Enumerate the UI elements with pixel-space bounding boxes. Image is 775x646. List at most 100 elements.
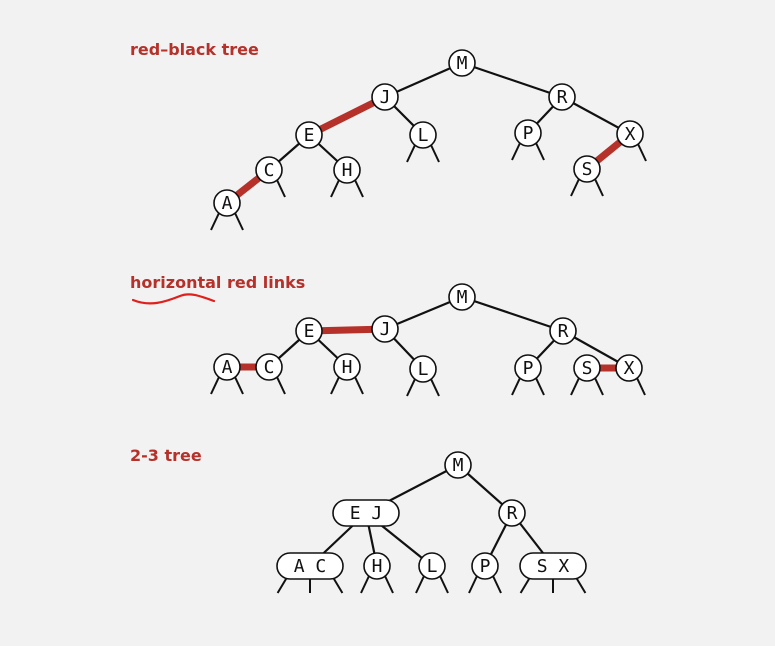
horizontal-red-links-node-x: X <box>615 354 643 382</box>
node-outline <box>444 451 472 479</box>
horizontal-red-links-black-link-m-r <box>461 295 564 333</box>
2-3-tree-null-link-p <box>492 575 502 594</box>
2-3-tree-null-link-s-x <box>575 577 587 594</box>
horizontal-red-links-node-c: C <box>255 353 283 381</box>
red-black-tree-node-r: R <box>548 83 576 111</box>
node-outline <box>519 552 587 580</box>
horizontal-red-links-node-h: H <box>333 353 361 381</box>
node-outline <box>409 355 437 383</box>
node-key: R <box>507 503 518 524</box>
red-black-tree-node-x: X <box>616 120 644 148</box>
node-key: L <box>427 556 438 577</box>
horizontal-red-links-black-link-m-j <box>384 295 463 331</box>
red-black-tree-title: red–black tree <box>130 40 259 59</box>
red-black-tree-null-link-s <box>594 178 604 197</box>
node-outline <box>548 83 576 111</box>
node-outline <box>371 83 399 111</box>
2-3-tree-null-link-l <box>439 575 449 594</box>
horizontal-red-links-node-r: R <box>549 317 577 345</box>
hand-drawn-underline <box>131 293 216 305</box>
node-key: S <box>582 159 593 180</box>
horizontal-red-links-null-link-a <box>234 376 244 395</box>
red-black-tree-null-link-s <box>570 178 580 197</box>
horizontal-red-links-null-link-s <box>570 377 580 396</box>
2-3-tree-node-l: L <box>418 552 446 580</box>
horizontal-red-links-node-a: A <box>213 353 241 381</box>
null-links-layer <box>210 142 647 594</box>
horizontal-red-links-title: horizontal red links <box>130 273 306 292</box>
node-key: S X <box>537 556 570 577</box>
horizontal-red-links-null-link-a <box>210 376 220 395</box>
node-key: E <box>304 321 315 342</box>
horizontal-red-links-null-link-c <box>276 376 286 395</box>
node-outline <box>573 354 601 382</box>
node-key: H <box>342 357 353 378</box>
node-outline <box>333 353 361 381</box>
horizontal-red-links-null-link-p <box>511 377 521 396</box>
horizontal-red-links-null-link-l <box>430 378 440 397</box>
red-black-tree-black-link-m-r <box>461 61 563 99</box>
node-key: C <box>264 357 275 378</box>
red-black-tree-null-link-c <box>276 179 286 198</box>
node-key: M <box>457 53 468 74</box>
node-key: M <box>453 455 464 476</box>
horizontal-red-links-node-p: P <box>514 354 542 382</box>
2-3-tree-node-h: H <box>363 552 391 580</box>
2-3-tree-null-link-s-x <box>519 577 531 594</box>
2-3-tree-node-r: R <box>498 499 526 527</box>
node-outline <box>418 552 446 580</box>
red-black-tree-null-link-x <box>637 143 647 162</box>
node-outline <box>295 317 323 345</box>
node-key: H <box>342 160 353 181</box>
node-outline <box>471 552 499 580</box>
2-3-tree-null-link-h <box>384 575 394 594</box>
horizontal-red-links-node-l: L <box>409 355 437 383</box>
node-key: M <box>457 287 468 308</box>
node-outline <box>498 499 526 527</box>
2-3-tree-null-link-a-c <box>276 577 288 594</box>
node-outline <box>255 353 283 381</box>
red-black-tree-node-s: S <box>573 155 601 183</box>
horizontal-red-links-null-link-h <box>354 376 364 395</box>
red-black-tree-null-link-a <box>234 212 244 231</box>
node-key: R <box>558 321 569 342</box>
node-key: E <box>304 125 315 146</box>
red-black-tree-node-a: A <box>213 189 241 217</box>
red-black-tree-node-p: P <box>514 119 542 147</box>
horizontal-red-links-null-link-p <box>535 377 545 396</box>
red-black-tree-red-link-j-e <box>307 93 387 139</box>
node-outline <box>213 189 241 217</box>
red-black-tree-null-link-h <box>354 179 364 198</box>
red-black-tree-node-c: C <box>255 156 283 184</box>
node-outline <box>549 317 577 345</box>
horizontal-red-links-null-link-x <box>636 377 646 396</box>
horizontal-red-links-null-link-s <box>594 377 604 396</box>
node-outline <box>573 155 601 183</box>
node-key: C <box>264 160 275 181</box>
node-outline <box>514 354 542 382</box>
node-outline <box>332 499 400 527</box>
node-key: L <box>418 359 429 380</box>
node-key: R <box>557 87 568 108</box>
red-black-tree-null-link-a <box>210 212 220 231</box>
node-key: A <box>222 357 233 378</box>
node-key: E J <box>350 503 383 524</box>
2-3-tree-null-link-h <box>360 575 370 594</box>
node-outline <box>409 121 437 149</box>
horizontal-red-links-node-m: M <box>448 283 476 311</box>
red-black-tree-null-link-h <box>330 179 340 198</box>
2-3-tree-null-link-l <box>415 575 425 594</box>
horizontal-red-links-node-s: S <box>573 354 601 382</box>
2-3-tree-node-e-j: E J <box>332 499 400 527</box>
node-outline <box>333 156 361 184</box>
node-key: L <box>418 125 429 146</box>
2-3-tree-node-s-x: S X <box>519 552 587 580</box>
red-black-tree-null-link-l <box>430 144 440 163</box>
red-black-tree-node-m: M <box>448 49 476 77</box>
2-3-tree-node-p: P <box>471 552 499 580</box>
node-outline <box>213 353 241 381</box>
node-outline <box>448 283 476 311</box>
node-outline <box>448 49 476 77</box>
